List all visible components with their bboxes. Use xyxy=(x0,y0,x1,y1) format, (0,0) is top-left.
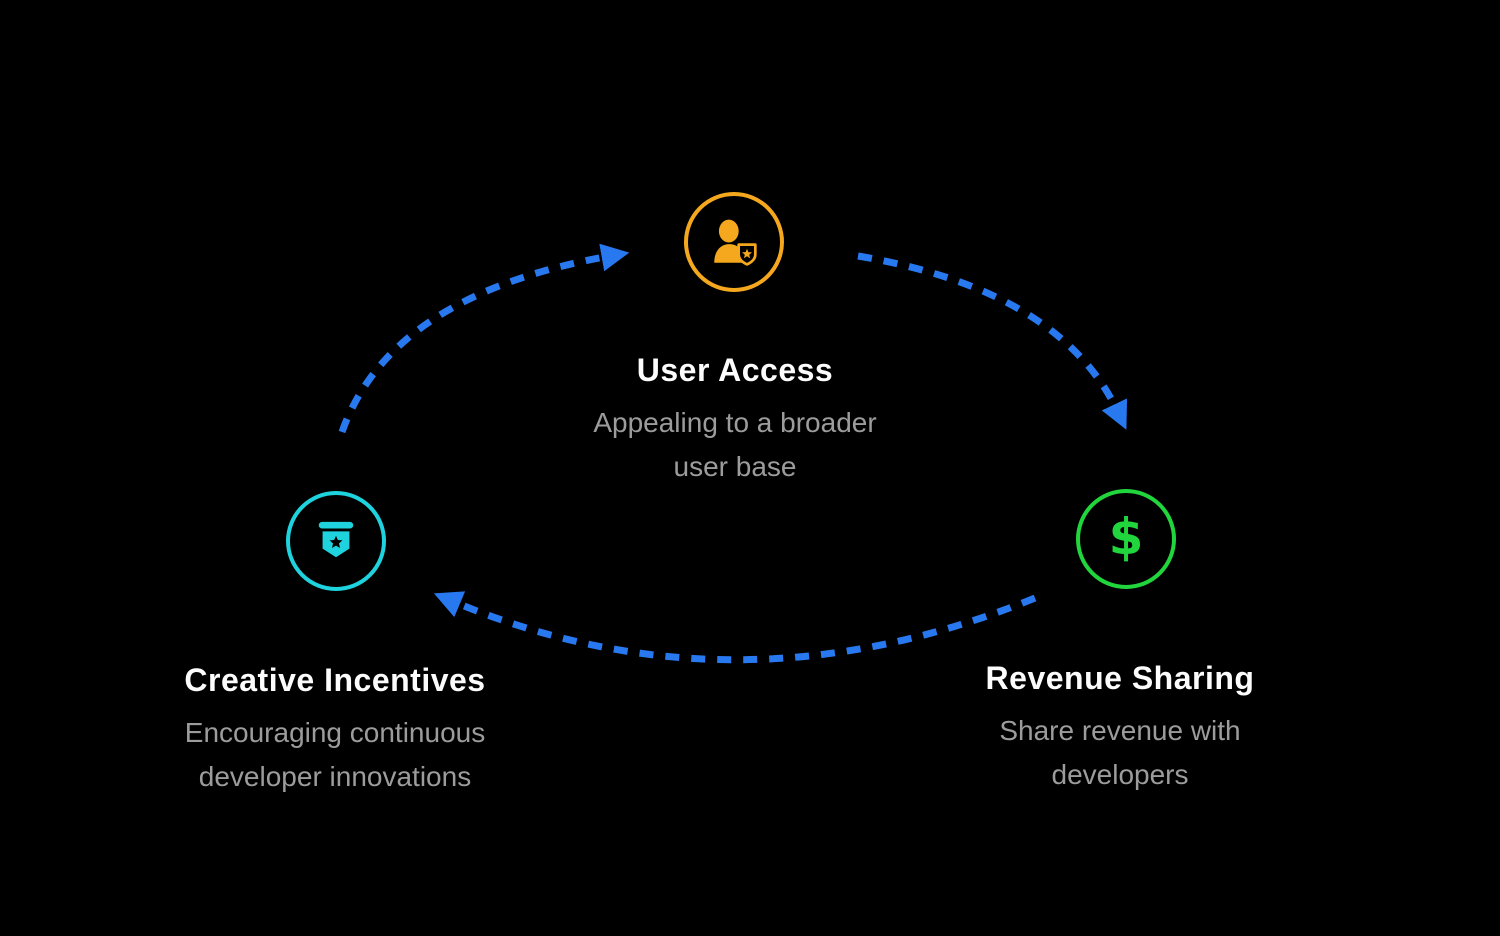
arrow-creative-to-user xyxy=(338,243,630,434)
pennant-star-icon xyxy=(318,521,354,558)
user-access-subtitle-line1: Appealing to a broader xyxy=(593,407,877,438)
user-access-circle xyxy=(684,192,784,292)
arrow-revenue-to-creative xyxy=(433,591,1037,664)
creative-incentives-label: Creative Incentives Encouraging continuo… xyxy=(184,662,485,799)
revenue-sharing-subtitle-line2: developers xyxy=(1051,759,1189,790)
revenue-sharing-subtitle: Share revenue with developers xyxy=(986,709,1255,797)
dollar-icon: $ xyxy=(1108,508,1144,566)
user-access-title: User Access xyxy=(636,352,834,388)
revenue-sharing-subtitle-line1: Share revenue with xyxy=(999,715,1241,746)
revenue-sharing-title: Revenue Sharing xyxy=(985,660,1255,696)
user-access-subtitle: Appealing to a broader user base xyxy=(593,401,876,489)
user-badge-icon xyxy=(714,219,757,266)
revenue-sharing-label: Revenue Sharing Share revenue with devel… xyxy=(986,660,1255,797)
user-access-label: User Access Appealing to a broader user … xyxy=(593,352,876,489)
creative-incentives-subtitle-line2: developer innovations xyxy=(198,761,472,792)
user-access-subtitle-line2: user base xyxy=(673,451,797,482)
arrow-user-to-revenue xyxy=(857,252,1128,430)
creative-incentives-subtitle-line1: Encouraging continuous xyxy=(184,717,486,748)
creative-incentives-title: Creative Incentives xyxy=(184,662,486,698)
creative-incentives-circle xyxy=(286,491,386,591)
creative-incentives-subtitle: Encouraging continuous developer innovat… xyxy=(184,711,485,799)
revenue-sharing-circle: $ xyxy=(1076,489,1176,589)
